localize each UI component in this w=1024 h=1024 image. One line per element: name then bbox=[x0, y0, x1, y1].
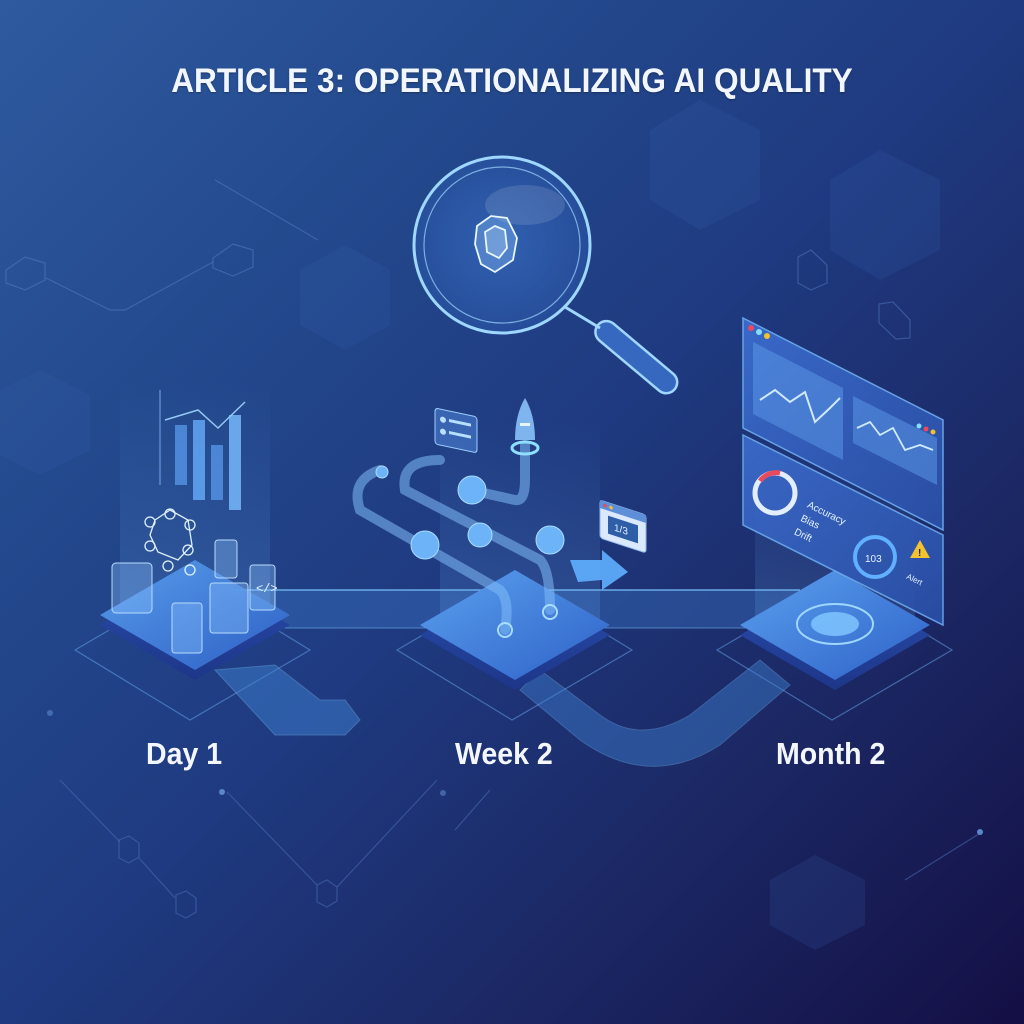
stage-label-month-2: Month 2 bbox=[776, 736, 886, 771]
code-tag-icon: </> bbox=[256, 582, 278, 596]
magnifying-glass-gem-icon bbox=[410, 153, 679, 395]
bar-chart-icon bbox=[159, 390, 246, 510]
svg-text:103: 103 bbox=[865, 554, 882, 565]
svg-text:!: ! bbox=[918, 548, 921, 559]
stage-month-2: 103 ! Accuracy Bias Drift Alert bbox=[715, 310, 975, 690]
stage-label-week-2: Week 2 bbox=[455, 736, 553, 771]
stage-week-2: 1/3 bbox=[340, 390, 660, 690]
pipeline-launch-icon: 1/3 bbox=[352, 398, 647, 690]
browser-window-icon: 1/3 bbox=[599, 500, 647, 553]
rocket-icon bbox=[510, 398, 540, 456]
stage-label-day-1: Day 1 bbox=[146, 736, 223, 771]
monitoring-dashboard-icon: 103 ! bbox=[740, 316, 944, 690]
data-setup-icon: </> bbox=[100, 390, 290, 680]
stage-day-1: </> bbox=[100, 370, 310, 690]
svg-text:1/3: 1/3 bbox=[614, 523, 628, 538]
page-title: ARTICLE 3: OPERATIONALIZING AI QUALITY bbox=[171, 62, 853, 100]
neural-network-icon bbox=[144, 508, 196, 576]
arrow-icon bbox=[570, 550, 628, 590]
log-panel bbox=[434, 408, 478, 453]
